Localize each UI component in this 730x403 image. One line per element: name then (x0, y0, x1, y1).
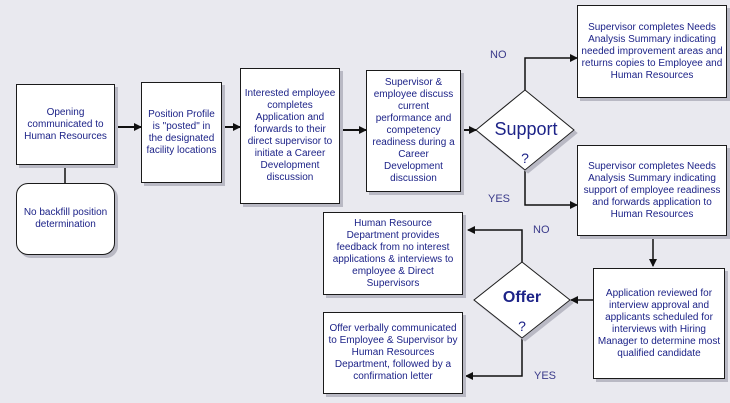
offer-verbal-box: Offer verbally communicated to Employee … (323, 312, 463, 394)
offer-decision-diamond (473, 261, 571, 339)
arrow-offer-yes (465, 338, 523, 380)
needs-analysis-support-box: Supervisor completes Needs Analysis Summ… (577, 145, 727, 236)
arrow-support-no (524, 54, 578, 90)
needs-analysis-improvement-box: Supervisor completes Needs Analysis Summ… (577, 5, 727, 98)
application-reviewed-box: Application reviewed for interview appro… (593, 268, 725, 379)
support-no-label: NO (490, 49, 507, 61)
supervisor-discuss-box: Supervisor & employee discuss current pe… (366, 70, 461, 192)
support-decision-diamond (475, 89, 575, 171)
support-decision-question: ? (521, 150, 529, 166)
support-decision-label: Support (494, 119, 558, 139)
opening-box: Opening communicated to Human Resources (16, 84, 115, 165)
offer-decision-label: Offer (502, 289, 542, 306)
interested-employee-box: Interested employee completes Applicatio… (240, 68, 340, 204)
position-profile-box: Position Profile is "posted" in the desi… (141, 82, 222, 183)
offer-no-label: NO (533, 224, 550, 236)
offer-decision-question: ? (518, 318, 526, 334)
arrow-support-yes (524, 170, 578, 209)
support-yes-label: YES (488, 193, 511, 205)
offer-yes-label: YES (534, 370, 557, 382)
no-backfill-box: No backfill position determination (16, 183, 115, 255)
arrow-offer-no (467, 226, 523, 262)
hr-feedback-box: Human Resource Department provides feedb… (323, 212, 463, 295)
